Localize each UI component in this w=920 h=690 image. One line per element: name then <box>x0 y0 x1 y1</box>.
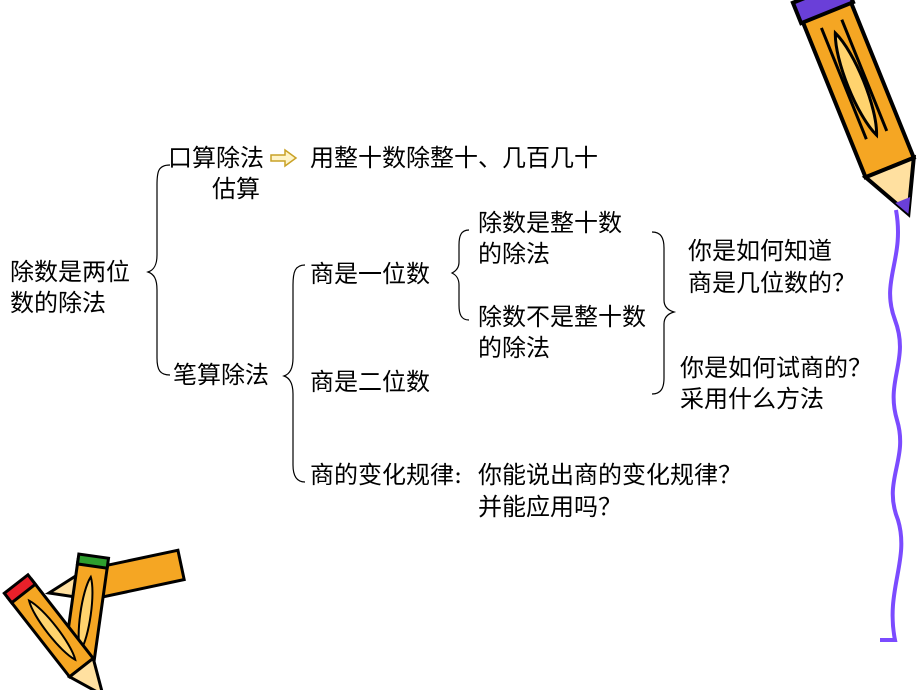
quotient-one-digit: 商是一位数 <box>310 260 430 288</box>
root-line2: 数的除法 <box>10 289 106 317</box>
one-digit-brace <box>450 229 470 321</box>
root-line1: 除数是两位 <box>10 258 130 286</box>
quotient-two-digit: 商是二位数 <box>310 368 430 396</box>
question-digits-line1: 你是如何知道 <box>688 237 832 265</box>
divisor-whole-tens-line2: 的除法 <box>478 240 550 268</box>
question-digits-line2: 商是几位数的？ <box>688 269 856 297</box>
oral-detail: 用整十数除整十、几百几十 <box>310 144 598 172</box>
question-change-line2: 并能应用吗？ <box>478 493 622 521</box>
question-trial-line2: 采用什么方法 <box>680 385 824 413</box>
questions-brace <box>651 231 677 395</box>
written-brace <box>282 264 306 483</box>
branch-oral-line2: 估算 <box>212 175 260 203</box>
branch-written: 笔算除法 <box>173 361 269 389</box>
question-change-line1: 你能说出商的变化规律？ <box>478 461 742 489</box>
divisor-whole-tens-line1: 除数是整十数 <box>478 209 622 237</box>
divisor-not-whole-tens-line2: 的除法 <box>478 334 550 362</box>
quotient-change: 商的变化规律: <box>310 461 463 489</box>
divisor-not-whole-tens-line1: 除数不是整十数 <box>478 303 646 331</box>
arrow-right-icon <box>270 148 298 168</box>
branch-oral-line1: 口算除法 <box>168 144 264 172</box>
question-trial-line1: 你是如何试商的？ <box>680 354 872 382</box>
root-brace <box>146 164 171 376</box>
